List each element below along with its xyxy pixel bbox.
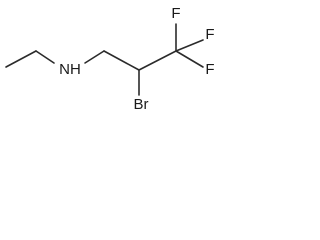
bond-chbr-cf3	[138, 50, 177, 71]
atom-label-f-right: F	[205, 26, 214, 43]
atom-label-br: Br	[134, 96, 149, 113]
bond-ethyl-ch3-ch2	[5, 50, 37, 68]
atom-label-f-top: F	[171, 5, 180, 22]
bond-ethyl-ch2-n	[35, 50, 55, 64]
atom-label-nh: NH	[59, 61, 81, 78]
bond-ch2-chbr	[103, 50, 140, 71]
bond-cf3-f-right	[175, 39, 204, 52]
bond-cf3-f-bottom	[175, 50, 204, 68]
bond-n-ch2	[84, 50, 105, 64]
atom-label-f-bottom: F	[205, 61, 214, 78]
structural-formula: NH Br F F F	[5, 5, 215, 113]
